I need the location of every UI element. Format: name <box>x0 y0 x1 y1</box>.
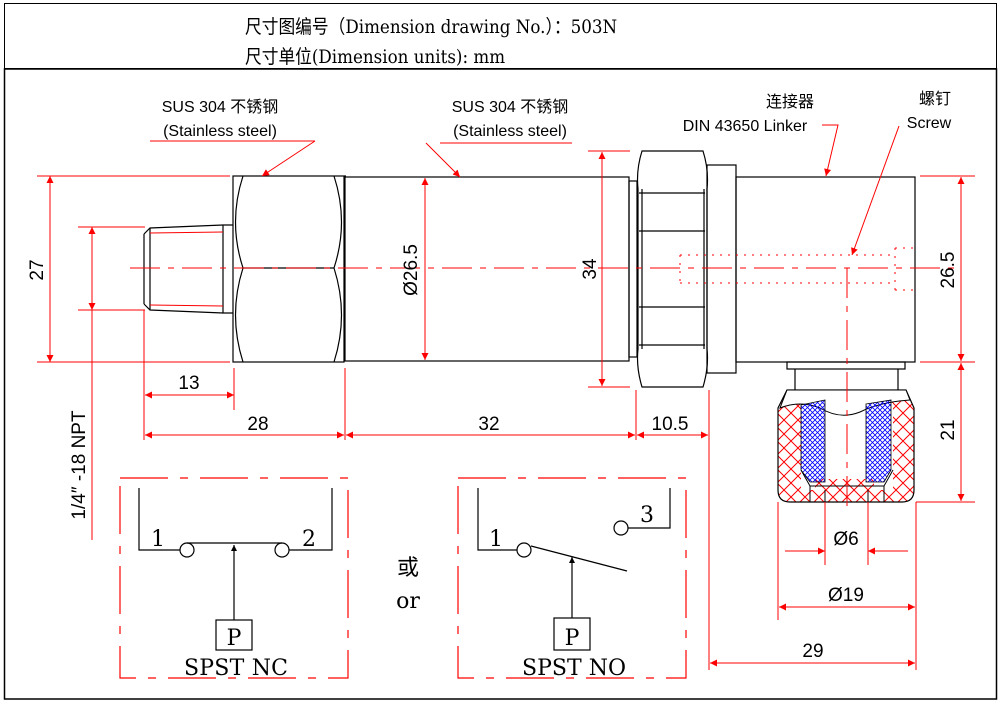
spst-nc-diagram: 1 2 P SPST NC <box>119 477 349 681</box>
hex-section <box>232 175 346 363</box>
body-cylinder <box>344 176 638 362</box>
screw-label-cn: 螺钉 <box>919 90 951 108</box>
dim-hex-height: 27 <box>27 259 48 280</box>
dim-nut-height: 34 <box>580 258 601 280</box>
drawing-number-label: 尺寸图编号（Dimension drawing No.）：503N <box>245 16 618 38</box>
hex-nut <box>636 150 709 388</box>
hex-material-sublabel: (Stainless steel) <box>163 123 277 140</box>
dim-body-length: 32 <box>478 414 499 435</box>
din-connector <box>735 176 916 390</box>
screw-label: Screw <box>907 115 952 132</box>
separator-en: or <box>396 589 420 614</box>
no-pin-3: 3 <box>640 503 654 528</box>
npt-thread-fitting <box>143 224 233 314</box>
dim-thread-length: 13 <box>178 373 199 394</box>
screw-hidden-lines <box>679 247 915 291</box>
drawing-border <box>3 68 998 700</box>
separator-cn: 或 <box>397 556 419 581</box>
nc-pin-1: 1 <box>151 527 165 552</box>
body-material-sublabel: (Stainless steel) <box>453 123 567 140</box>
leader-lines <box>150 124 900 256</box>
dim-connector-height: 26.5 <box>938 252 959 289</box>
thread-lines <box>149 231 224 307</box>
dim-cable-outer-diameter: Ø19 <box>828 585 864 606</box>
dim-cable-inner-diameter: Ø6 <box>833 529 858 550</box>
dimension-units-label: 尺寸单位(Dimension units): mm <box>245 46 506 68</box>
dim-thread-spec: 1/4″ -18 NPT <box>69 410 90 520</box>
body-material-label: SUS 304 不锈钢 <box>452 98 569 116</box>
dim-hex-section-length: 28 <box>247 414 268 435</box>
nc-pressure-label: P <box>227 626 242 651</box>
center-lines <box>130 267 960 510</box>
dim-cable-gland-height: 21 <box>938 419 959 440</box>
dim-body-diameter: Ø26.5 <box>401 244 422 296</box>
nc-switch-label: SPST NC <box>184 656 288 681</box>
connector-label-cn: 连接器 <box>766 93 814 111</box>
no-pin-1: 1 <box>489 527 503 552</box>
connector-label: DIN 43650 Linker <box>683 118 808 135</box>
no-pressure-label: P <box>565 626 580 651</box>
nc-pin-2: 2 <box>302 527 316 552</box>
dim-connector-width: 29 <box>802 641 823 662</box>
cable-gland <box>777 389 915 503</box>
spst-no-diagram: 1 3 P SPST NO <box>457 477 687 681</box>
dim-nut-length: 10.5 <box>652 414 689 435</box>
no-switch-label: SPST NO <box>522 656 626 681</box>
hex-material-label: SUS 304 不锈钢 <box>162 98 279 116</box>
dimension-lines <box>37 150 975 670</box>
nut-collar <box>706 164 737 374</box>
